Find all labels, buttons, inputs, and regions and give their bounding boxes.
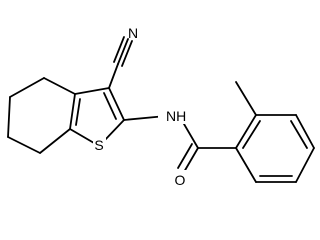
benzene-c1-c2-double-bond (235, 114, 261, 149)
cyclohexene-c6-c7-bond (7, 136, 41, 154)
bond-layer (7, 36, 315, 183)
atom-label-layer: N NH S O (93, 25, 188, 190)
amide-nh-label: NH (166, 108, 186, 124)
nh-to-carbonyl-bond (183, 123, 199, 149)
cyclohexene-c3a-c4-bond (43, 77, 76, 95)
thiophene-sulfur-label: S (94, 137, 103, 153)
cyclohexene-c7-c7a-bond (39, 128, 71, 154)
thiophene-c3-c3a-bond (74, 87, 110, 95)
benzene-c4-c5-bond (295, 147, 315, 183)
thiophene-c7a-c3a-double-bond (69, 93, 81, 130)
thiophene-s-c7a-bond (69, 128, 95, 144)
nitrile-carbon-to-ring-bond (108, 63, 119, 89)
carbonyl-double-bond (177, 143, 199, 173)
nitrile-triple-bond (113, 36, 133, 67)
thiophene-c3-c2-double-bond (103, 87, 125, 121)
thiophene-c2-s-bond (103, 119, 125, 142)
nitrile-nitrogen-label: N (128, 25, 138, 41)
methyl-bond (235, 81, 257, 116)
chemical-structure-diagram: N NH S O (7, 25, 315, 190)
benzene-c5-c6-double-bond (255, 175, 297, 183)
carbonyl-oxygen-label: O (175, 172, 186, 188)
cyclohexene-c4-c5-bond (9, 77, 45, 98)
benzene-c3-c4-double-bond (290, 114, 315, 149)
cyclohexene-c5-c6-bond (7, 96, 11, 138)
benzene-c6-c1-bond (235, 147, 257, 183)
